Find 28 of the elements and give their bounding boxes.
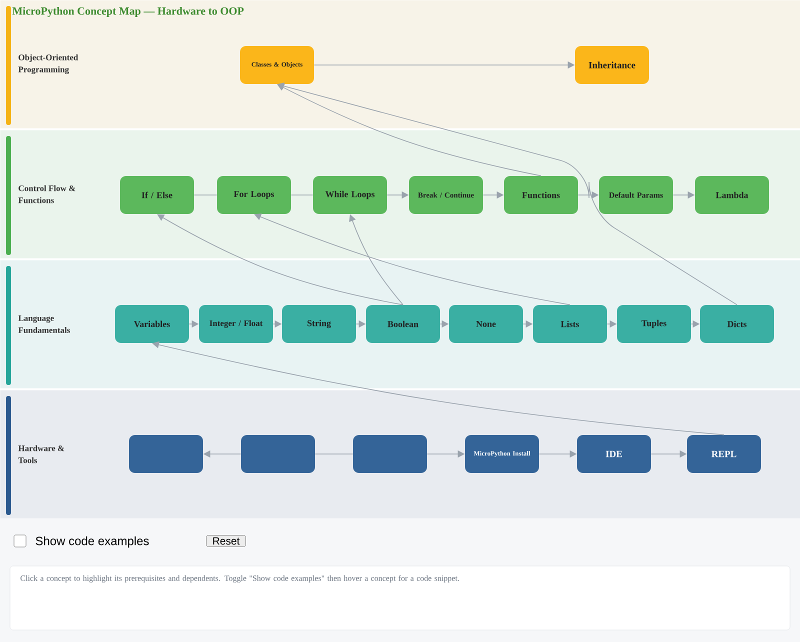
checkbox-label: Show code examples [36,536,149,548]
concept-box [353,435,427,473]
concept-box: For Loops [217,176,291,214]
concept-box: None [449,305,523,343]
concept-box: Variables [115,305,189,343]
concept-box: Tuples [617,305,691,343]
concept-box: Functions [504,176,578,214]
concept-box: While Loops [313,176,387,214]
concept-box: Default Params [599,176,673,214]
concept-box: Dicts [700,305,774,343]
concept-box: IDE [577,435,651,473]
concept-box: REPL [687,435,761,473]
reset-button: Reset [206,535,246,547]
concept-box: Integer / Float [199,305,273,343]
concept-box: Lists [533,305,607,343]
concept-box [241,435,315,473]
arrow [157,214,404,306]
concept-box: Boolean [366,305,440,343]
title: MicroPython Concept Map — Hardware to OOP [12,7,244,17]
concept-box: Lambda [695,176,769,214]
arrow [277,84,542,176]
arrow [152,341,724,436]
concept-box [129,435,203,473]
concept-box: If / Else [120,176,194,214]
concept-box: String [282,305,356,343]
arrow [277,82,738,306]
concept-box: Inheritance [575,46,649,84]
info-panel: Click a concept to highlight its prerequisites and dependents. Toggle "Show code examples" then hover a concept for a code snippet. [10,566,790,630]
